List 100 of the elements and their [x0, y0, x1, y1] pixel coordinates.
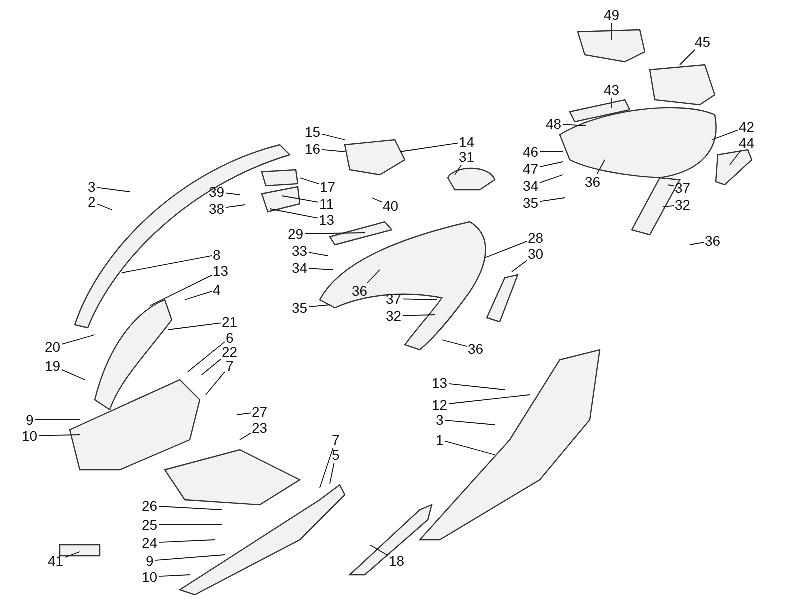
callout-number: 3	[436, 413, 444, 427]
callout-number: 40	[383, 199, 399, 213]
callout-number: 36	[705, 234, 721, 248]
callout-number: 1	[436, 433, 444, 447]
callout-number: 13	[213, 264, 229, 278]
leader-line	[62, 334, 96, 345]
leader-line	[444, 420, 496, 426]
leader-line	[712, 130, 738, 140]
leader-line	[122, 256, 212, 274]
leader-line	[454, 164, 462, 176]
leader-line	[158, 540, 216, 544]
leader-line	[226, 204, 246, 208]
leader-line	[154, 554, 226, 562]
leader-line	[484, 241, 528, 258]
callout-number: 41	[48, 554, 64, 568]
leader-line	[320, 448, 334, 488]
leader-line	[322, 149, 346, 152]
callout-number: 45	[695, 35, 711, 49]
leader-line	[690, 242, 704, 246]
callout-number: 14	[459, 135, 475, 149]
callout-number: 36	[585, 175, 601, 189]
callout-number: 15	[305, 125, 321, 139]
leader-line	[444, 440, 496, 456]
leader-line	[240, 432, 252, 440]
callout-number: 27	[252, 405, 268, 419]
leader-line	[184, 291, 212, 300]
leader-line	[448, 394, 530, 404]
callout-number: 34	[523, 179, 539, 193]
callout-number: 16	[305, 142, 321, 156]
leader-line	[322, 134, 346, 140]
leader-line	[370, 544, 388, 556]
leader-line	[308, 252, 328, 256]
callout-number: 20	[45, 340, 61, 354]
callout-number: 32	[675, 198, 691, 212]
callout-number: 39	[209, 185, 225, 199]
leader-line	[540, 198, 566, 202]
callout-number: 33	[292, 244, 308, 258]
leader-line	[400, 142, 458, 152]
callout-number: 7	[226, 359, 234, 373]
leader-line	[158, 524, 222, 526]
callout-number: 3	[88, 180, 96, 194]
callout-number: 19	[45, 359, 61, 373]
callout-number: 9	[146, 554, 154, 568]
leader-line	[662, 205, 674, 208]
leader-line	[96, 187, 130, 192]
leader-line	[308, 268, 334, 270]
leader-line	[158, 574, 190, 577]
callout-number: 31	[459, 150, 475, 164]
leader-line	[562, 124, 586, 126]
leader-line	[38, 434, 80, 436]
callout-number: 7	[332, 433, 340, 447]
callout-number: 5	[332, 448, 340, 462]
leader-line	[304, 232, 366, 234]
callout-number: 37	[675, 181, 691, 195]
leader-line	[206, 372, 226, 396]
leader-line	[402, 314, 436, 316]
leader-line	[96, 204, 112, 210]
callout-number: 9	[26, 413, 34, 427]
callout-number: 36	[468, 342, 484, 356]
leader-line	[402, 298, 438, 300]
leader-line	[64, 552, 80, 558]
leader-line	[372, 198, 382, 203]
callout-number: 11	[320, 197, 334, 211]
callout-number: 26	[142, 499, 158, 513]
callout-number: 12	[432, 398, 448, 412]
callout-number: 22	[222, 345, 238, 359]
leader-line	[308, 304, 330, 308]
callout-number: 13	[319, 213, 335, 227]
leader-line	[158, 506, 222, 510]
callout-number: 8	[213, 248, 221, 262]
leader-line	[448, 384, 506, 390]
leader-line	[150, 274, 212, 306]
callout-number: 37	[386, 292, 402, 306]
callout-number: 13	[432, 376, 448, 390]
leader-line	[730, 150, 742, 166]
callout-number: 38	[209, 202, 225, 216]
leader-line	[168, 322, 222, 330]
callout-number: 35	[523, 196, 539, 210]
leader-line	[512, 260, 528, 272]
callout-number: 6	[226, 331, 234, 345]
callout-number: 24	[142, 536, 158, 550]
leader-line	[282, 196, 319, 203]
callout-number: 30	[528, 247, 544, 261]
callout-number: 47	[523, 162, 539, 176]
callout-number: 28	[528, 231, 544, 245]
callout-number: 18	[389, 554, 405, 568]
leader-line	[300, 178, 320, 185]
callout-number: 48	[546, 117, 562, 131]
callout-number: 21	[222, 315, 238, 329]
leader-line	[442, 340, 468, 348]
callout-number: 34	[292, 261, 308, 275]
callout-number: 4	[213, 283, 221, 297]
callout-number: 17	[320, 180, 336, 194]
callout-number: 23	[252, 421, 268, 435]
callout-number: 25	[142, 518, 158, 532]
leader-line	[668, 184, 674, 187]
callout-number: 49	[604, 8, 620, 22]
callout-number: 44	[739, 136, 755, 150]
leader-line	[367, 270, 380, 284]
leader-line	[330, 462, 335, 484]
